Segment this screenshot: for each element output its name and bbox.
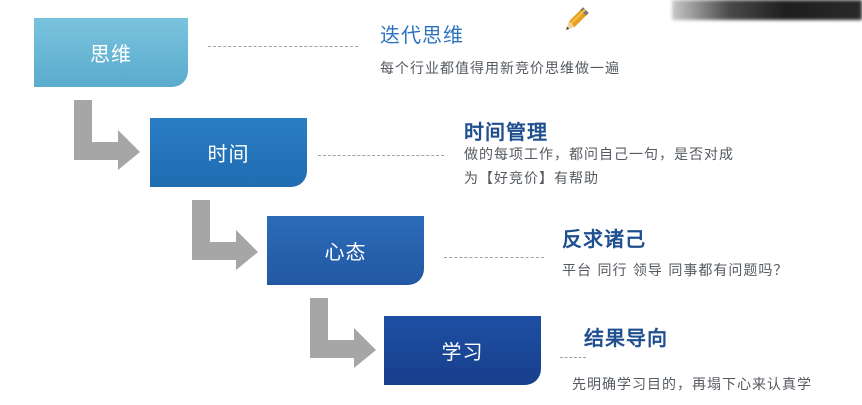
connector-line	[318, 155, 444, 156]
connector-line	[208, 46, 358, 47]
step-description: 先明确学习目的，再塌下心来认真学	[572, 377, 812, 393]
step-heading: 时间管理	[464, 120, 548, 144]
step-box-learning: 学习	[384, 316, 541, 385]
step-label: 心态	[324, 240, 367, 264]
step-box-mindset: 心态	[267, 216, 424, 285]
step-description-line-2: 为【好竞价】有帮助	[464, 171, 599, 187]
down-right-arrow-icon	[192, 200, 258, 270]
redacted-region	[672, 0, 862, 20]
step-box-thinking: 思维	[34, 18, 188, 87]
step-label: 思维	[90, 42, 132, 66]
connector-line	[560, 357, 586, 358]
step-label: 时间	[207, 142, 250, 166]
step-description: 每个行业都值得用新竞价思维做一遍	[380, 61, 620, 77]
step-description-line-1: 做的每项工作，都问自己一句，是否对成	[464, 147, 734, 163]
step-box-time: 时间	[150, 118, 307, 187]
step-heading: 迭代思维	[380, 23, 464, 47]
step-label: 学习	[441, 340, 484, 364]
pencil-icon	[566, 7, 589, 30]
connector-line	[444, 257, 544, 258]
down-right-arrow-icon	[310, 298, 376, 368]
step-heading: 反求诸己	[562, 227, 646, 251]
down-right-arrow-icon	[74, 100, 140, 170]
step-heading: 结果导向	[584, 326, 668, 350]
step-description: 平台 同行 领导 同事都有问题吗？	[562, 263, 789, 279]
